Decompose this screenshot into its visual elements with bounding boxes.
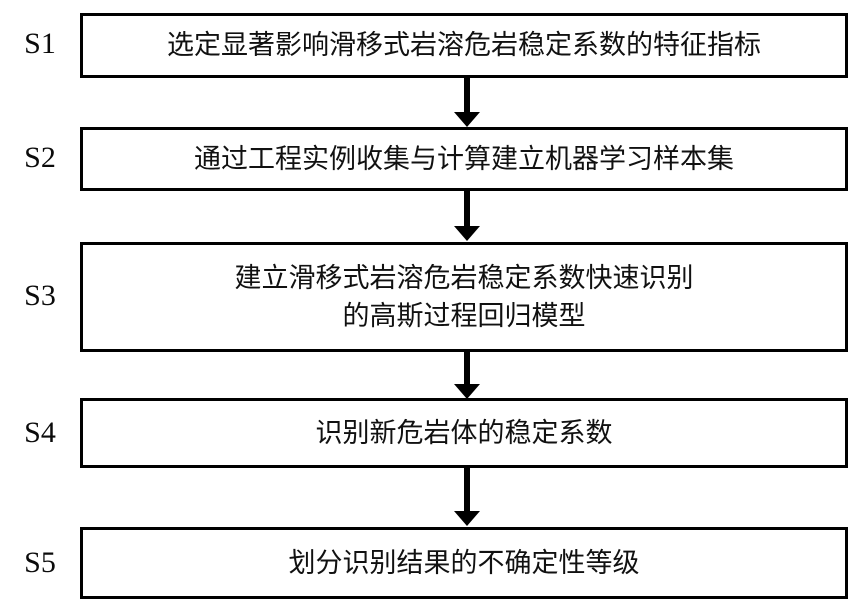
- connector-shaft: [464, 468, 470, 512]
- step-label-s1: S1: [24, 27, 56, 60]
- connector-shaft: [464, 78, 470, 113]
- flow-box-s2-text: 通过工程实例收集与计算建立机器学习样本集: [194, 143, 734, 174]
- flow-box-s5-text: 划分识别结果的不确定性等级: [288, 547, 640, 578]
- arrowhead-down-icon: [454, 226, 480, 241]
- flow-box-s3[interactable]: 建立滑移式岩溶危岩稳定系数快速识别 的高斯过程回归模型: [80, 242, 848, 352]
- flow-box-s4-text: 识别新危岩体的稳定系数: [315, 417, 613, 448]
- step-label-s2: S2: [24, 141, 56, 174]
- connector-s2-s3: [454, 191, 480, 242]
- flow-box-s2[interactable]: 通过工程实例收集与计算建立机器学习样本集: [80, 127, 848, 191]
- connector-s3-s4: [454, 352, 480, 399]
- arrowhead-down-icon: [454, 511, 480, 526]
- connector-shaft: [464, 191, 470, 227]
- arrowhead-down-icon: [454, 112, 480, 127]
- connector-s1-s2: [454, 78, 480, 127]
- flow-box-s4[interactable]: 识别新危岩体的稳定系数: [80, 398, 848, 468]
- step-label-s5: S5: [24, 546, 56, 579]
- step-label-s3: S3: [24, 279, 56, 312]
- step-label-s4: S4: [24, 416, 56, 449]
- connector-s4-s5: [454, 468, 480, 527]
- flow-box-s5[interactable]: 划分识别结果的不确定性等级: [80, 527, 848, 599]
- flow-box-s1-text: 选定显著影响滑移式岩溶危岩稳定系数的特征指标: [167, 30, 761, 61]
- flow-box-s3-text: 建立滑移式岩溶危岩稳定系数快速识别 的高斯过程回归模型: [234, 262, 694, 331]
- arrowhead-down-icon: [454, 384, 480, 399]
- connector-shaft: [464, 352, 470, 385]
- flow-box-s1[interactable]: 选定显著影响滑移式岩溶危岩稳定系数的特征指标: [80, 13, 848, 78]
